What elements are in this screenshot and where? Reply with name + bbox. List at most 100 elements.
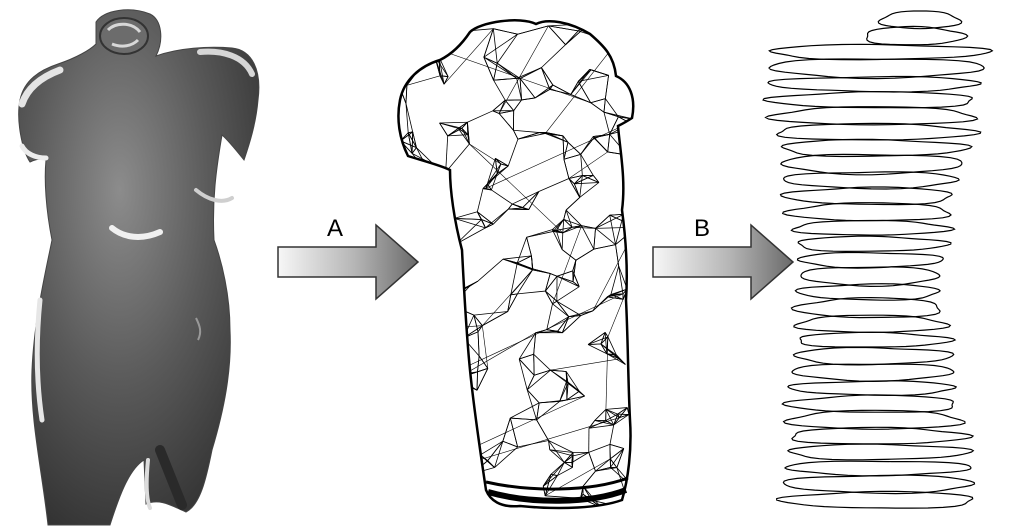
mesh-edge: [418, 23, 445, 30]
mesh-edge: [398, 423, 424, 431]
mesh-edge: [427, 272, 447, 296]
mesh-edge: [428, 44, 439, 57]
mesh-edge: [517, 291, 545, 294]
mesh-edge: [414, 376, 447, 378]
mesh-edge: [568, 142, 581, 154]
mesh-edge: [399, 19, 416, 21]
mesh-edge: [628, 120, 637, 155]
mesh-edge: [469, 144, 500, 164]
mesh-edge: [635, 490, 637, 510]
mesh-edge: [607, 36, 613, 40]
mesh-edge: [411, 399, 417, 401]
mesh-edge: [448, 296, 452, 305]
mesh-edge: [428, 44, 439, 57]
mesh-edge: [580, 176, 583, 198]
mesh-edge: [494, 78, 517, 80]
contour-slice: [781, 187, 953, 205]
mesh-edge: [595, 409, 606, 420]
mesh-edge: [414, 57, 417, 71]
mesh-edge: [409, 316, 449, 321]
mesh-edge: [615, 44, 636, 55]
mesh-edge: [411, 40, 428, 44]
mesh-edge: [470, 281, 478, 286]
mesh-edge: [420, 326, 482, 330]
mesh-edge: [533, 269, 550, 274]
mesh-edge: [508, 204, 512, 209]
mesh-edge: [411, 23, 418, 40]
mesh-edge: [398, 401, 416, 432]
mesh-edge: [448, 296, 452, 305]
mesh-edge: [486, 120, 637, 189]
mesh-edge: [399, 21, 428, 44]
mesh-edge: [424, 473, 431, 474]
mesh-edge: [551, 474, 558, 475]
mesh-edge: [591, 99, 606, 103]
mesh-edge: [478, 332, 479, 356]
contour-slice: [783, 203, 951, 221]
mesh-edge: [478, 356, 480, 372]
mesh-edge: [435, 475, 455, 476]
mesh-edge: [477, 212, 493, 224]
mesh-edge: [414, 57, 435, 58]
arrow-step-b: B: [653, 215, 793, 299]
mesh-edge: [446, 316, 448, 334]
mesh-edge: [628, 127, 638, 155]
mesh-edge: [416, 19, 418, 23]
mesh-edge: [537, 420, 549, 441]
mesh-edge: [440, 122, 468, 123]
mesh-torso-panel: [398, 19, 637, 510]
mesh-edge: [612, 36, 615, 44]
mesh-edge: [560, 381, 567, 401]
mesh-edge: [429, 358, 446, 375]
mesh-edge: [610, 127, 637, 135]
mesh-edge: [428, 476, 435, 487]
mesh-edge: [409, 322, 421, 330]
mesh-edge: [414, 378, 416, 401]
mesh-edge: [426, 260, 427, 272]
mesh-edge: [628, 501, 635, 510]
mesh-edge: [531, 256, 532, 270]
mesh-edge: [458, 442, 480, 454]
mesh-edge: [417, 218, 455, 219]
mesh-edge: [605, 75, 608, 98]
shaded-torso-panel: [19, 10, 259, 525]
mesh-edge: [411, 23, 418, 40]
mesh-edge: [607, 40, 616, 45]
mesh-edge: [463, 338, 479, 356]
mesh-edge: [547, 304, 553, 330]
mesh-edge: [403, 464, 424, 473]
mesh-edge: [432, 165, 435, 178]
mesh-edge: [557, 287, 579, 302]
mesh-edge: [428, 488, 443, 498]
mesh-edge: [454, 454, 459, 475]
mesh-edge: [574, 182, 599, 183]
mesh-edge: [447, 376, 458, 378]
mesh-edge: [447, 352, 458, 378]
mesh-edge: [564, 159, 569, 178]
mesh-edge: [409, 322, 446, 335]
mesh-edge: [411, 399, 417, 401]
mesh-edge: [411, 40, 414, 57]
mesh-edge: [606, 408, 627, 410]
mesh-edge: [582, 226, 594, 249]
mesh-edge: [527, 231, 554, 237]
mesh-edge: [543, 462, 564, 486]
mesh-edge: [557, 276, 573, 281]
mesh-edge: [454, 442, 458, 475]
mesh-edge: [589, 24, 606, 40]
mesh-edge: [596, 215, 610, 228]
mesh-edge: [398, 423, 424, 431]
mesh-edge: [413, 132, 417, 148]
mesh-edge: [628, 127, 638, 155]
mesh-edge: [414, 57, 417, 71]
mesh-edge: [425, 423, 458, 442]
mesh-edge: [535, 85, 553, 98]
mesh-edge: [499, 114, 513, 131]
mesh-edge: [510, 418, 536, 420]
mesh-edge: [628, 490, 637, 500]
mesh-edge: [508, 208, 522, 209]
mesh-edge: [428, 474, 431, 487]
mesh-edge: [417, 219, 457, 244]
mesh-edge: [612, 30, 628, 36]
mesh-edge: [432, 172, 446, 178]
